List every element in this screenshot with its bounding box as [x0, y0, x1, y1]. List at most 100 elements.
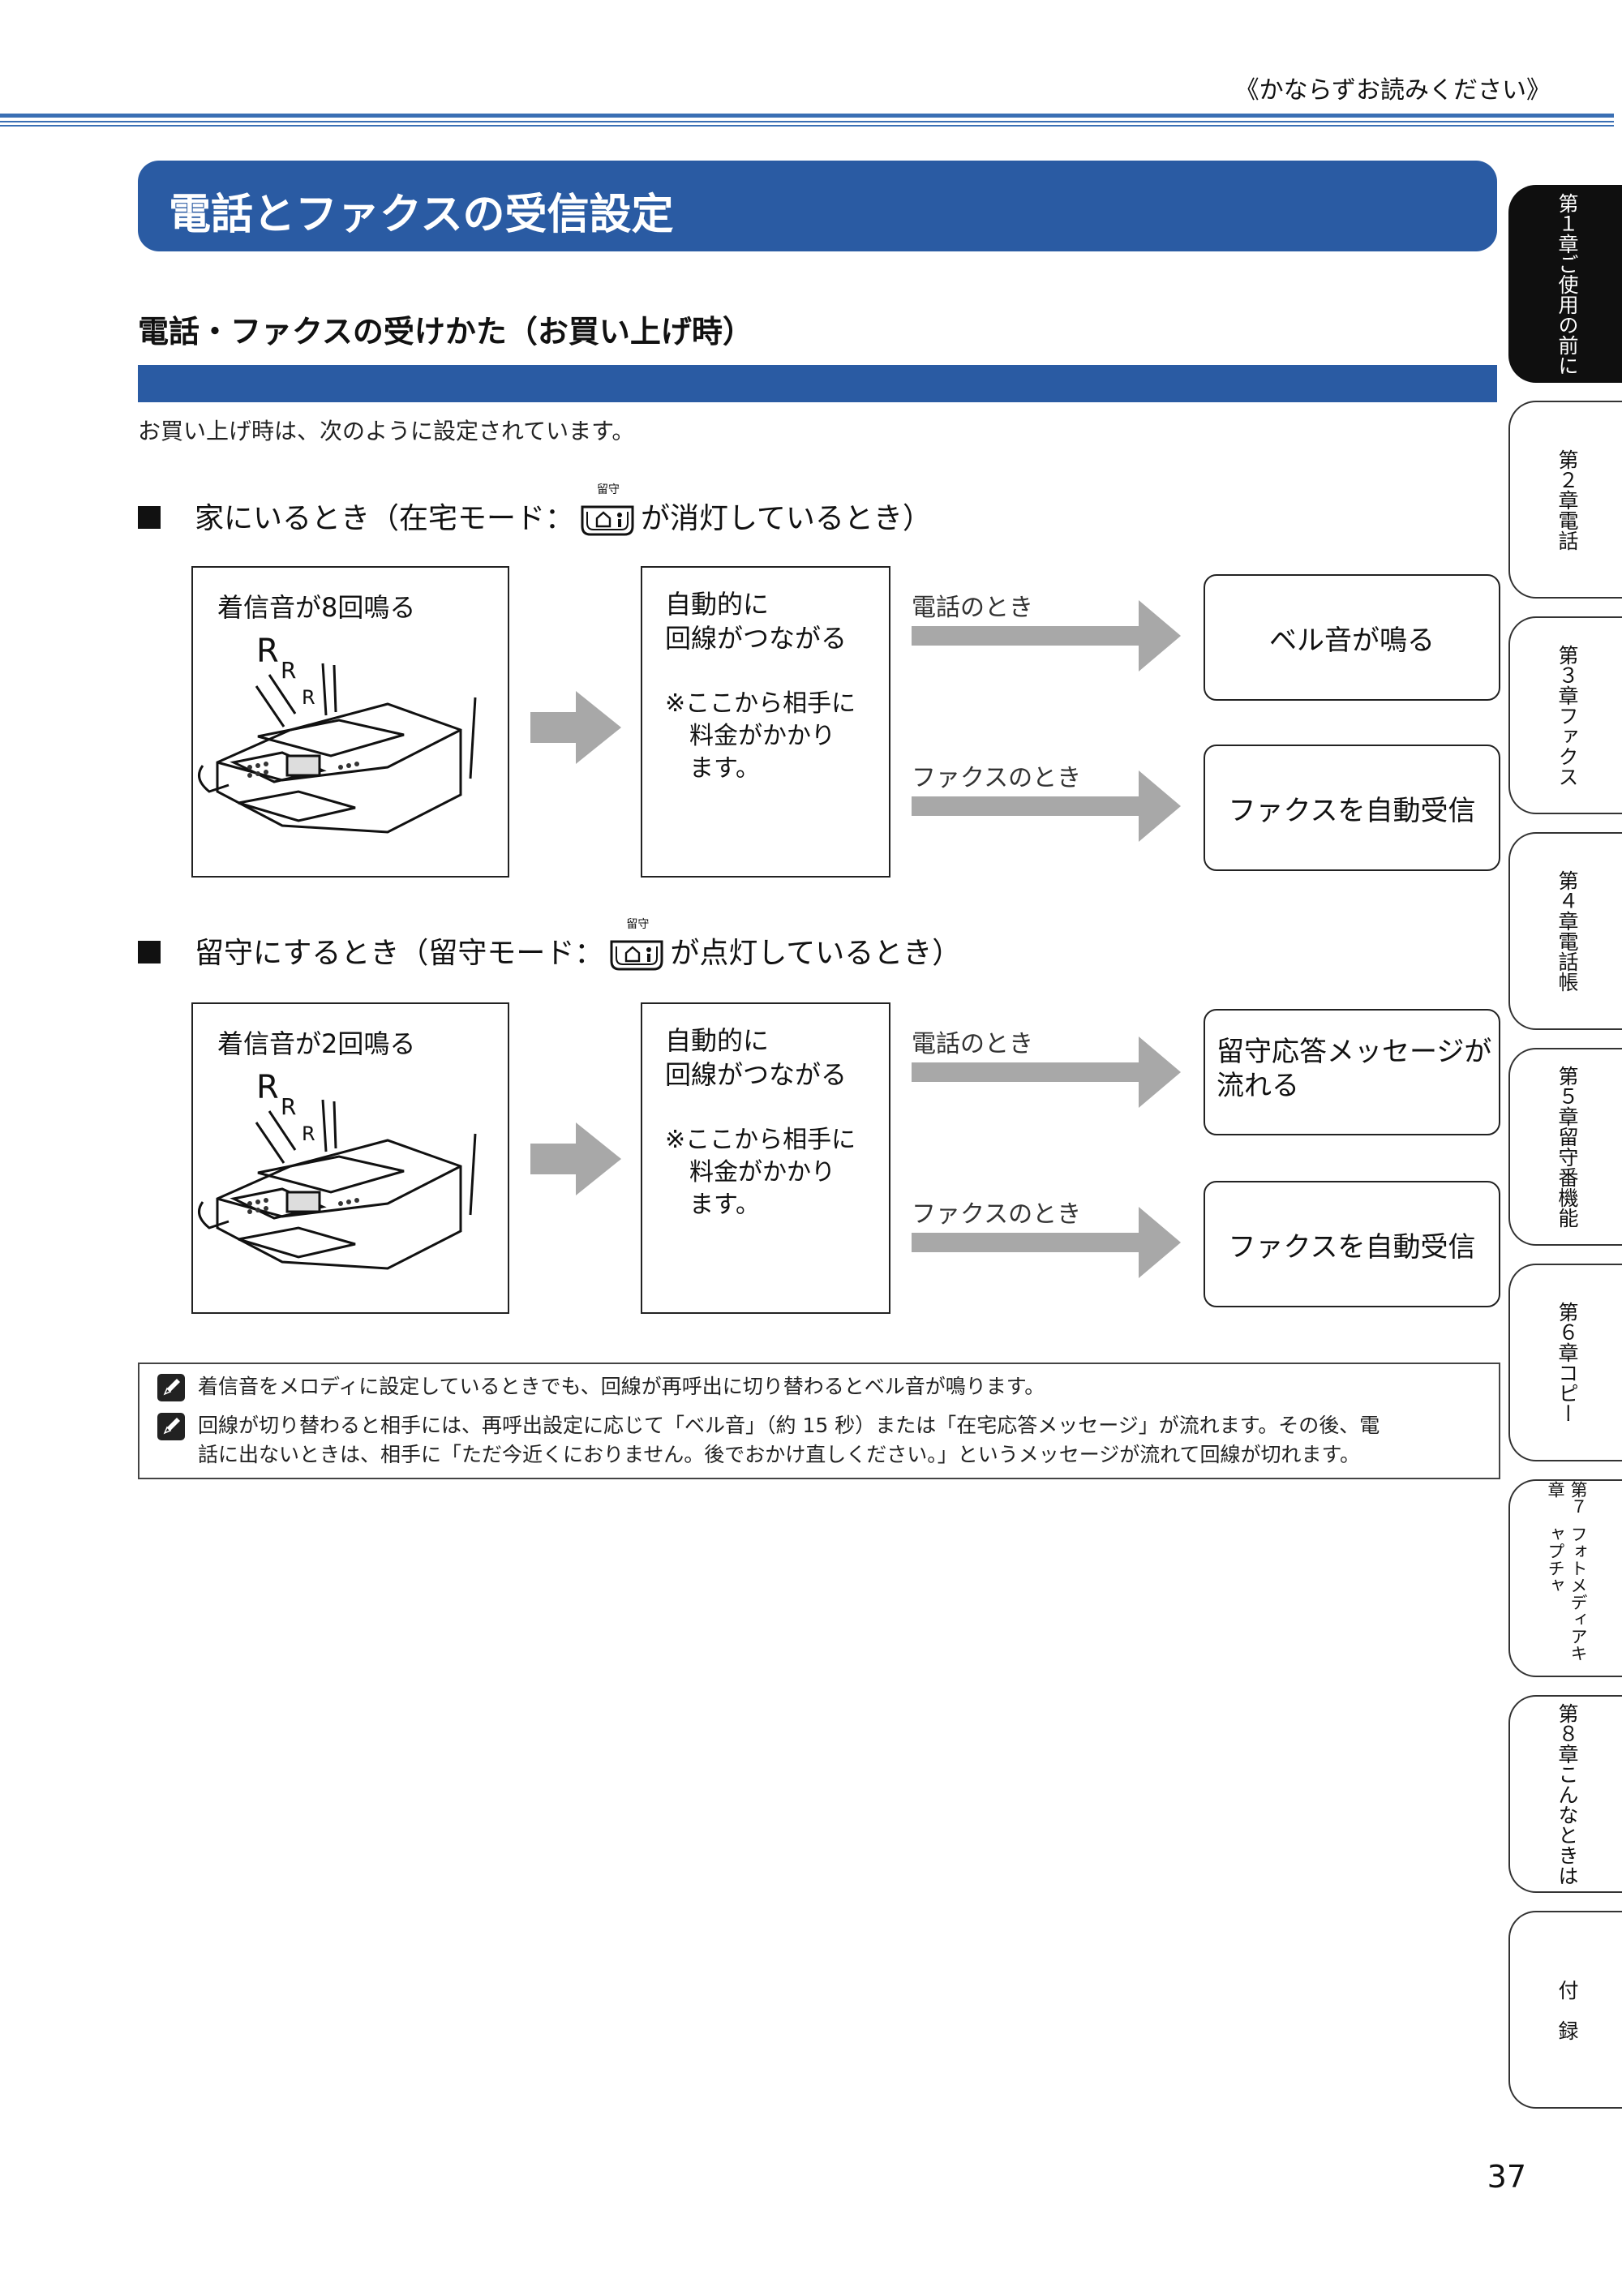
tab-chapter-5[interactable]: 第５章留守番機能: [1508, 1048, 1622, 1246]
answer-button-caption: 留守: [597, 483, 620, 496]
tab-chapter-number: 第３章: [1555, 644, 1579, 706]
flow-arrow-icon: [530, 691, 621, 764]
note-line-1: 着信音をメロディに設定しているときでも、回線が再呼出に切り替わるとベル音が鳴りま…: [198, 1375, 1045, 1398]
tab-chapter-name: 電話帳: [1555, 931, 1579, 992]
mode2-heading-after: が点灯しているとき）: [670, 937, 962, 970]
tab-chapter-6[interactable]: 第６章コピー: [1508, 1264, 1622, 1461]
phone-result-line: 留守応答メッセージが: [1216, 1036, 1492, 1068]
tab-chapter-number: 第５章: [1555, 1066, 1579, 1127]
answer-button-icon: 留守: [579, 483, 636, 538]
flow-arrow-icon: [530, 1122, 621, 1195]
charge-note-line: 料金がかかり: [689, 722, 835, 750]
pencil-note-icon: [157, 1413, 185, 1440]
mode1-phone-label: 電話のとき: [912, 594, 1033, 622]
ring-letter: R: [281, 657, 297, 684]
tab-chapter-4[interactable]: 第４章電話帳: [1508, 832, 1622, 1030]
page-number: 37: [1487, 2159, 1526, 2195]
tab-chapter-name: コピー: [1555, 1363, 1579, 1423]
connect-line: 回線がつながる: [665, 623, 847, 654]
phone-arrow-icon: [912, 1036, 1181, 1108]
mode2-fax-result-box: ファクスを自動受信: [1204, 1181, 1500, 1307]
tab-chapter-name: 電話: [1555, 509, 1579, 551]
mode1-fax-result: ファクスを自動受信: [1228, 795, 1476, 827]
mode1-phone-result: ベル音が鳴る: [1269, 624, 1435, 657]
mode1-heading-after: が消灯しているとき）: [641, 502, 932, 535]
mode2-heading-before: 留守にするとき（留守モード：: [195, 937, 604, 970]
charge-note-line: ※ここから相手に: [665, 689, 856, 718]
tab-chapter-name: フォトメディアキャプチャ: [1546, 1526, 1588, 1663]
mode2-connect-text: 自動的に 回線がつながる: [665, 1024, 847, 1092]
mode1-ring-box: 着信音が8回鳴る R R R: [191, 566, 509, 878]
mode2-ring-text: 着信音が2回鳴る: [217, 1028, 416, 1059]
tab-chapter-name: こんなときは: [1555, 1763, 1579, 1886]
mode1-ring-text: 着信音が8回鳴る: [217, 592, 416, 623]
mode2-heading: 留守にするとき（留守モード： 留守が点灯しているとき）: [138, 918, 962, 972]
pencil-note-icon: [157, 1374, 185, 1401]
mode2-phone-label: 電話のとき: [912, 1030, 1033, 1058]
header-rule-thin-2: [0, 125, 1614, 127]
mode2-fax-label: ファクスのとき: [912, 1200, 1082, 1229]
ring-letter: R: [256, 633, 279, 670]
ring-letter: R: [256, 1069, 279, 1106]
mode2-charge-note: ※ここから相手に 料金がかかり ます。: [665, 1124, 856, 1221]
tab-chapter-number: 第６章: [1555, 1302, 1579, 1363]
note-line-2: 回線が切り替わると相手には、再呼出設定に応じて「ベル音」（約 15 秒）または「…: [198, 1414, 1380, 1437]
tab-chapter-number: 第７章: [1546, 1481, 1588, 1515]
page-title: 電話とファクスの受信設定: [169, 191, 674, 239]
header-rule-thick: [0, 114, 1614, 118]
mode1-charge-note: ※ここから相手に 料金がかかり ます。: [665, 688, 856, 785]
connect-line: 回線がつながる: [665, 1059, 847, 1090]
tab-chapter-number: 第１章: [1555, 192, 1579, 254]
mode2-connect-box: 自動的に 回線がつながる ※ここから相手に 料金がかかり ます。: [641, 1002, 890, 1314]
mode1-phone-result-box: ベル音が鳴る: [1204, 574, 1500, 701]
mode2-phone-result: 留守応答メッセージが 流れる: [1216, 1035, 1491, 1103]
ring-letter: R: [281, 1093, 297, 1120]
tab-chapter-name: ファクス: [1555, 705, 1579, 787]
tab-chapter-number: 第８章: [1555, 1702, 1579, 1764]
charge-note-line: ます。: [689, 754, 760, 783]
tab-chapter-1[interactable]: 第１章ご使用の前に: [1508, 185, 1622, 383]
tab-chapter-7[interactable]: 第７章フォトメディアキャプチャ: [1508, 1479, 1622, 1677]
mode1-fax-label: ファクスのとき: [912, 764, 1082, 792]
ring-letter: R: [302, 1122, 315, 1145]
title-bar: [138, 161, 1497, 251]
note-line-3: 話に出ないときは、相手に「ただ今近くにおりません。後でおかけ直しください。」とい…: [198, 1443, 1361, 1466]
connect-line: 自動的に: [665, 1025, 770, 1056]
mode1-connect-box: 自動的に 回線がつながる ※ここから相手に 料金がかかり ます。: [641, 566, 890, 878]
bullet-square-icon: [138, 506, 161, 529]
mode2-phone-result-box: 留守応答メッセージが 流れる: [1204, 1009, 1500, 1135]
tab-chapter-name: 留守番機能: [1555, 1127, 1579, 1228]
mode2-ring-box: 着信音が2回鳴る R R R: [191, 1002, 509, 1314]
section-bar: [138, 365, 1497, 402]
ring-letter: R: [302, 686, 315, 709]
answer-button-caption: 留守: [626, 918, 650, 931]
mode1-heading-before: 家にいるとき（在宅モード：: [195, 502, 575, 535]
tab-appendix[interactable]: 付 録: [1508, 1911, 1622, 2109]
mode1-fax-result-box: ファクスを自動受信: [1204, 745, 1500, 871]
section-heading: 電話・ファクスの受けかた（お買い上げ時）: [138, 314, 753, 350]
charge-note-line: 料金がかかり: [689, 1158, 835, 1187]
mode1-connect-text: 自動的に 回線がつながる: [665, 587, 847, 655]
tab-chapter-name: ご使用の前に: [1555, 253, 1579, 376]
connect-line: 自動的に: [665, 589, 770, 620]
notes-box: 着信音をメロディに設定しているときでも、回線が再呼出に切り替わるとベル音が鳴りま…: [138, 1363, 1500, 1479]
charge-note-line: ます。: [689, 1191, 760, 1219]
fax-machine-illustration: [198, 1099, 477, 1270]
tab-chapter-name: 付 録: [1555, 1979, 1579, 2041]
tab-chapter-2[interactable]: 第２章電話: [1508, 401, 1622, 599]
fax-arrow-icon: [912, 770, 1181, 842]
mode1-heading: 家にいるとき（在宅モード： 留守が消灯しているとき）: [138, 483, 932, 538]
fax-arrow-icon: [912, 1207, 1181, 1278]
mode2-fax-result: ファクスを自動受信: [1228, 1231, 1476, 1264]
tab-chapter-8[interactable]: 第８章こんなときは: [1508, 1695, 1622, 1893]
fax-machine-illustration: [198, 663, 477, 834]
reading-notice: 《かならずお読みください》: [1234, 76, 1551, 105]
charge-note-line: ※ここから相手に: [665, 1126, 856, 1154]
tab-chapter-3[interactable]: 第３章ファクス: [1508, 616, 1622, 814]
phone-result-line: 流れる: [1216, 1070, 1299, 1102]
answer-button-icon: 留守: [608, 918, 665, 972]
tab-chapter-number: 第２章: [1555, 448, 1579, 510]
header-rule-thin-1: [0, 121, 1614, 122]
tab-chapter-number: 第４章: [1555, 870, 1579, 931]
bullet-square-icon: [138, 941, 161, 963]
